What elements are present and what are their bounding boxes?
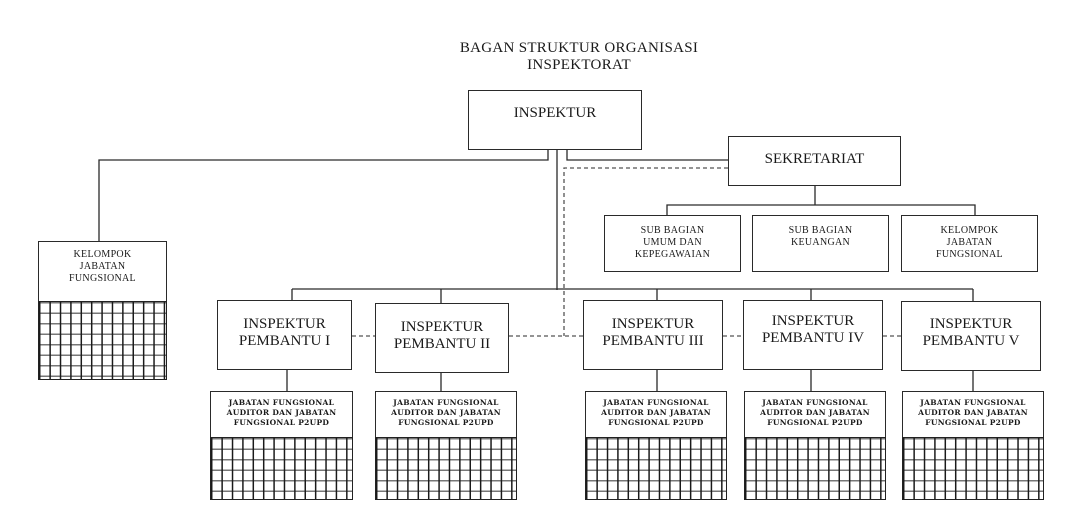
node-jabatan-fungsional-2: JABATAN FUNGSIONAL AUDITOR DAN JABATAN F… — [375, 391, 517, 438]
node-label: SEKRETARIAT — [764, 151, 865, 167]
node-label: INSPEKTUR — [513, 105, 597, 121]
node-label: JABATAN FUNGSIONAL AUDITOR DAN JABATAN F… — [760, 398, 870, 427]
node-inspektur: INSPEKTUR — [468, 90, 642, 150]
staff-grid — [38, 301, 167, 380]
node-jabatan-fungsional-5: JABATAN FUNGSIONAL AUDITOR DAN JABATAN F… — [902, 391, 1044, 438]
node-inspektur-pembantu-3: INSPEKTUR PEMBANTU III — [583, 300, 723, 370]
node-sub-bagian-keuangan: SUB BAGIAN KEUANGAN — [752, 215, 889, 272]
staff-grid — [744, 437, 886, 500]
node-jabatan-fungsional-1: JABATAN FUNGSIONAL AUDITOR DAN JABATAN F… — [210, 391, 353, 438]
node-label: INSPEKTUR PEMBANTU I — [238, 316, 331, 349]
node-label: SUB BAGIAN KEUANGAN — [788, 225, 853, 248]
node-label: INSPEKTUR PEMBANTU II — [393, 319, 491, 352]
node-label: SUB BAGIAN UMUM DAN KEPEGAWAIAN — [634, 225, 711, 260]
node-label: KELOMPOK JABATAN FUNGSIONAL — [936, 225, 1003, 260]
chart-subtitle: INSPEKTORAT — [527, 57, 631, 73]
node-jabatan-fungsional-4: JABATAN FUNGSIONAL AUDITOR DAN JABATAN F… — [744, 391, 886, 438]
node-label: INSPEKTUR PEMBANTU IV — [761, 313, 865, 346]
node-jabatan-fungsional-3: JABATAN FUNGSIONAL AUDITOR DAN JABATAN F… — [585, 391, 727, 438]
staff-grid — [585, 437, 727, 500]
node-kelompok-jabatan-fungsional-sekretariat: KELOMPOK JABATAN FUNGSIONAL — [901, 215, 1038, 272]
staff-grid — [902, 437, 1044, 500]
node-inspektur-pembantu-1: INSPEKTUR PEMBANTU I — [217, 300, 352, 370]
node-label: INSPEKTUR PEMBANTU V — [922, 316, 1020, 349]
node-kelompok-jabatan-fungsional: KELOMPOK JABATAN FUNGSIONAL — [38, 241, 167, 302]
node-label: JABATAN FUNGSIONAL AUDITOR DAN JABATAN F… — [226, 398, 337, 427]
chart-title: BAGAN STRUKTUR ORGANISASI — [459, 40, 699, 56]
line-sekretariat-branch — [666, 204, 976, 215]
line-inspektur-to-sekretariat — [566, 150, 728, 161]
staff-grid — [210, 437, 353, 500]
node-label: INSPEKTUR PEMBANTU III — [602, 316, 704, 349]
node-inspektur-pembantu-5: INSPEKTUR PEMBANTU V — [901, 301, 1041, 371]
dashed-sekretariat-coordination — [563, 167, 728, 336]
node-sub-bagian-umum-kepegawaian: SUB BAGIAN UMUM DAN KEPEGAWAIAN — [604, 215, 741, 272]
node-inspektur-pembantu-4: INSPEKTUR PEMBANTU IV — [743, 300, 883, 370]
line-inspektur-to-kjf-left — [98, 150, 549, 241]
node-label: JABATAN FUNGSIONAL AUDITOR DAN JABATAN F… — [601, 398, 711, 427]
node-label: KELOMPOK JABATAN FUNGSIONAL — [69, 249, 136, 284]
staff-grid — [375, 437, 517, 500]
node-label: JABATAN FUNGSIONAL AUDITOR DAN JABATAN F… — [918, 398, 1028, 427]
node-inspektur-pembantu-2: INSPEKTUR PEMBANTU II — [375, 303, 509, 373]
node-sekretariat: SEKRETARIAT — [728, 136, 901, 186]
node-label: JABATAN FUNGSIONAL AUDITOR DAN JABATAN F… — [391, 398, 501, 427]
